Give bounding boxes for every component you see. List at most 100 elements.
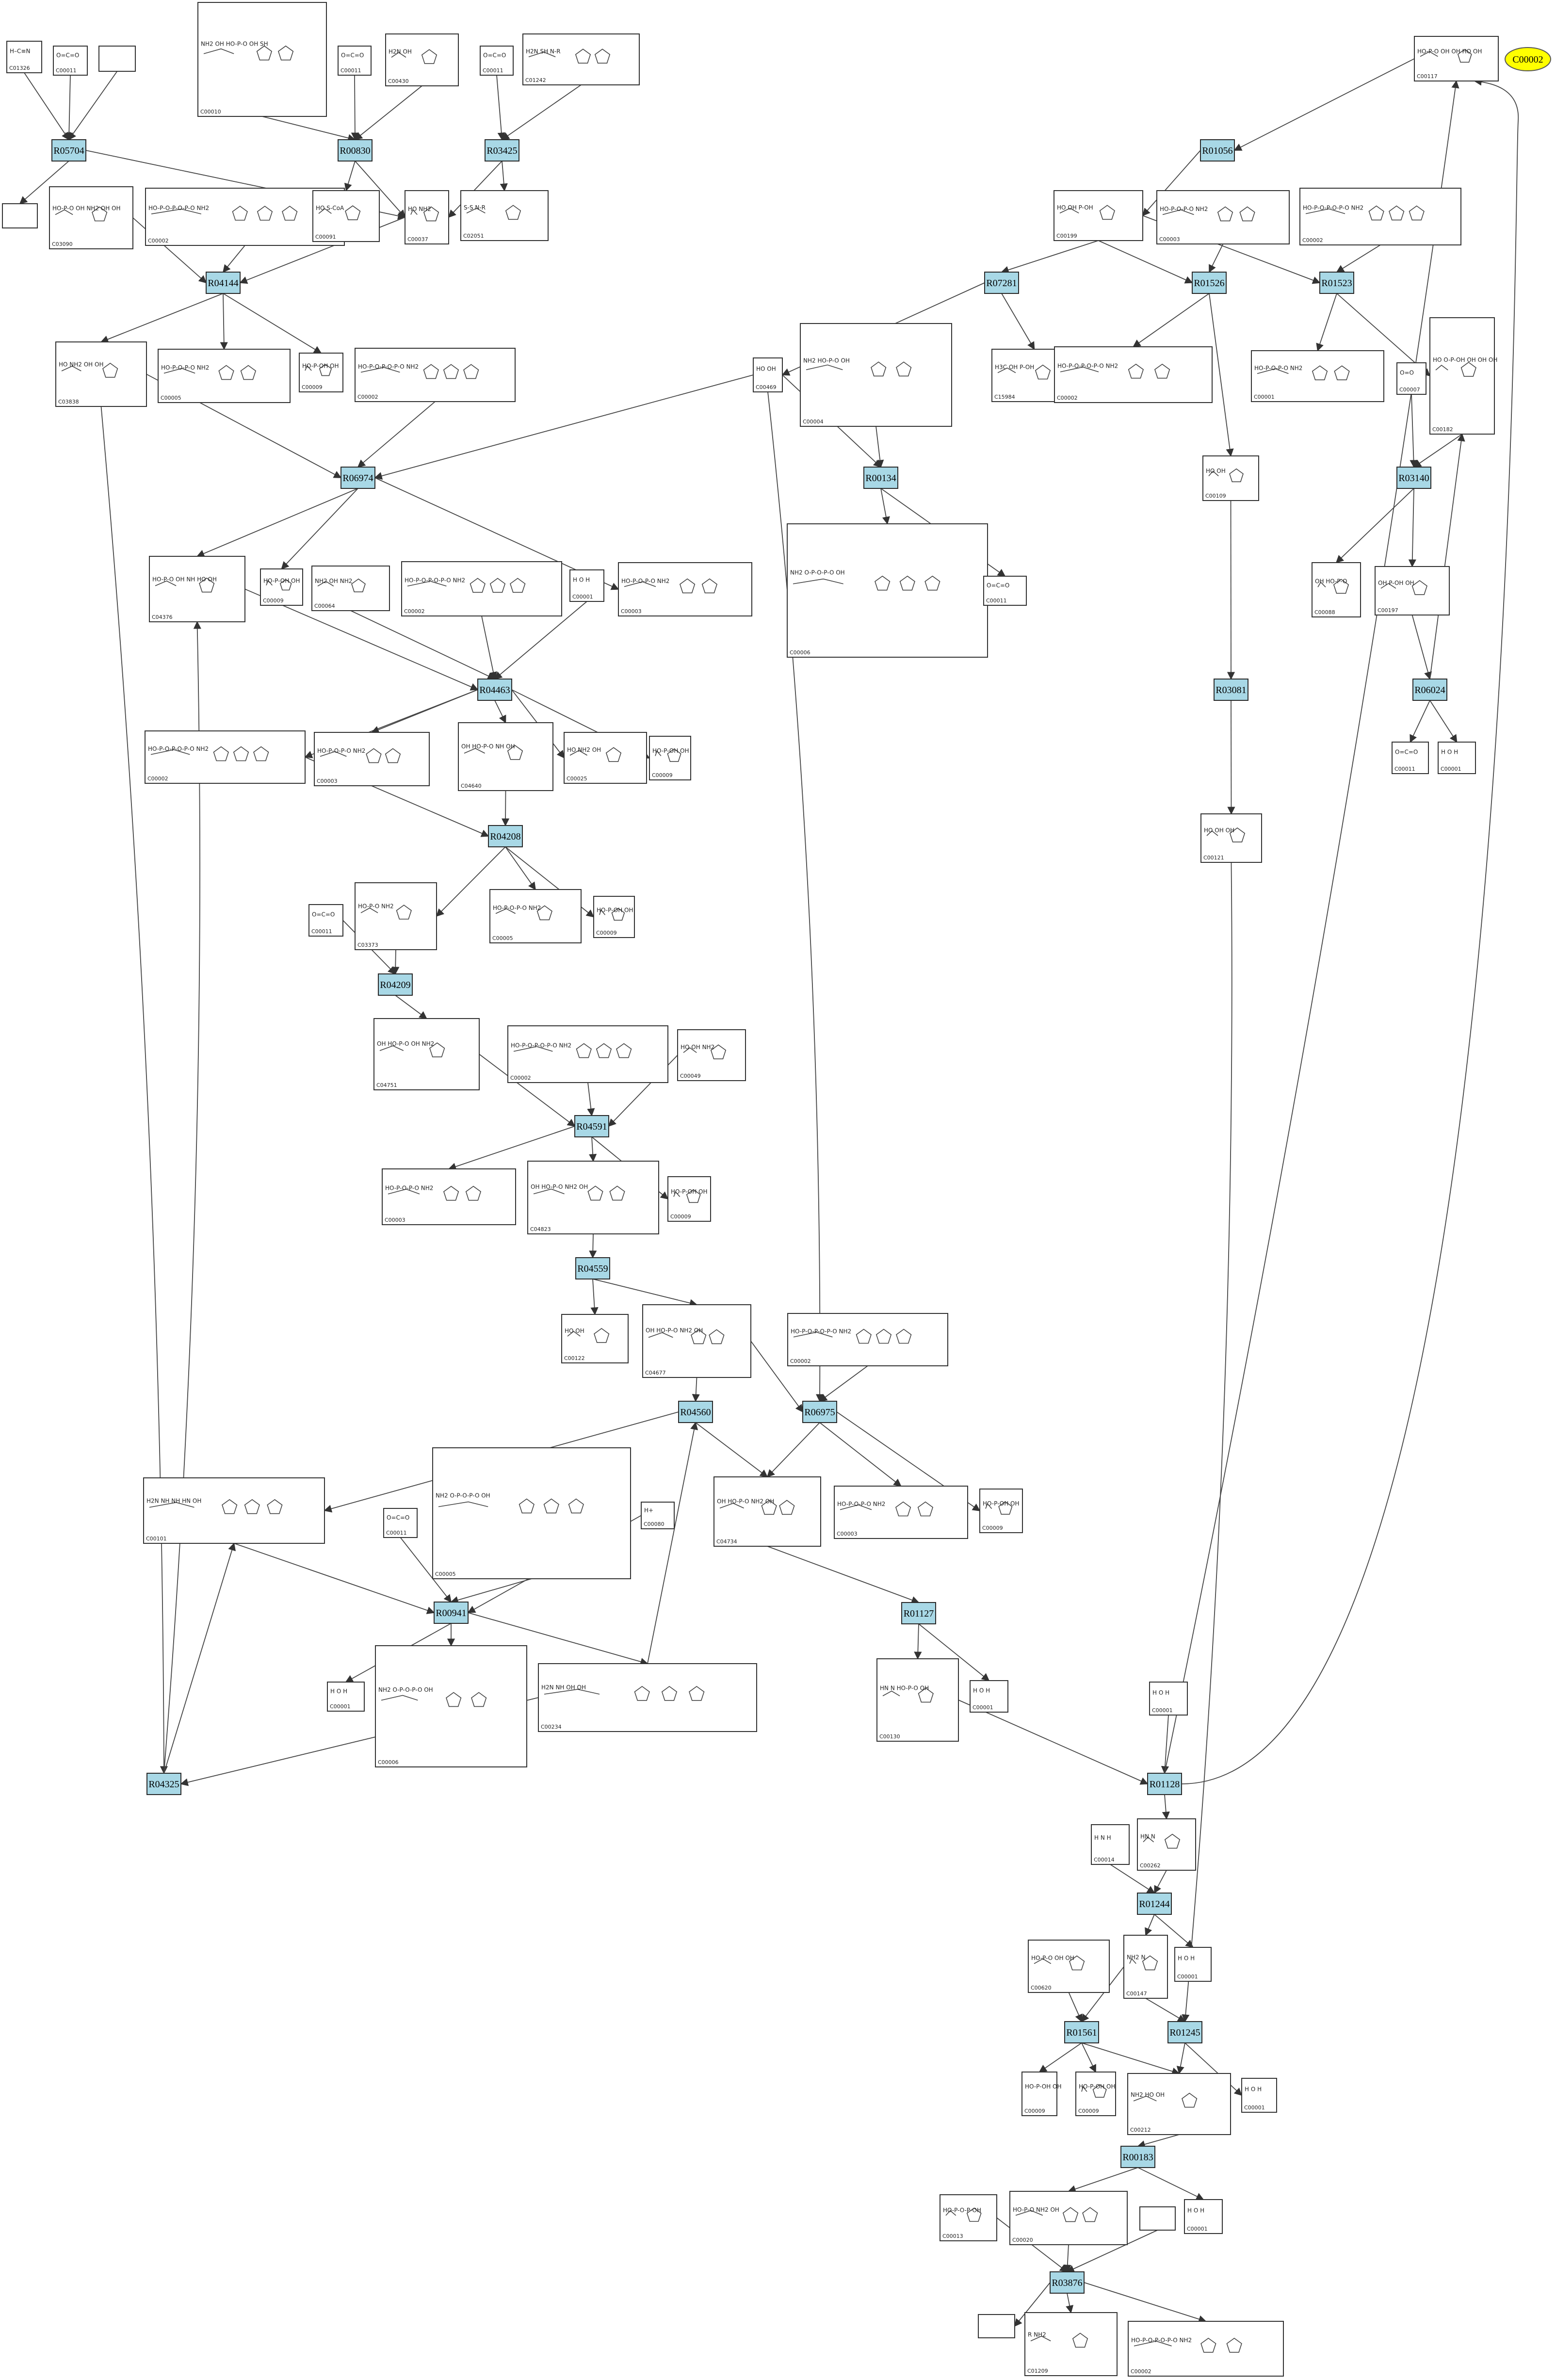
reaction-node[interactable]: R03876 (1050, 2271, 1085, 2294)
compound-node[interactable] (1139, 2206, 1176, 2231)
reaction-node[interactable]: R06975 (802, 1401, 837, 1423)
reaction-node[interactable]: R01245 (1167, 2021, 1202, 2043)
reaction-node[interactable]: R04559 (575, 1257, 610, 1279)
reaction-node[interactable]: R01128 (1147, 1773, 1182, 1795)
reaction-node[interactable]: R03081 (1214, 679, 1248, 701)
compound-node[interactable] (98, 46, 136, 72)
reaction-node[interactable]: R04144 (206, 272, 241, 294)
reaction-node[interactable]: R05704 (51, 139, 86, 162)
reaction-node[interactable]: R03140 (1396, 467, 1431, 489)
reaction-node[interactable]: R00183 (1120, 2146, 1155, 2168)
query-compound-node[interactable]: C00002 (1505, 47, 1551, 71)
reaction-node[interactable]: R04560 (678, 1401, 713, 1423)
reaction-node[interactable]: R04325 (146, 1773, 181, 1795)
reaction-node[interactable]: R01561 (1064, 2021, 1099, 2043)
compound-node[interactable] (2, 203, 38, 228)
compound-node[interactable]: H+C00080 (641, 1502, 675, 1529)
reaction-node[interactable]: R01526 (1192, 272, 1227, 294)
reaction-node[interactable]: R00134 (863, 467, 898, 489)
reaction-node[interactable]: R06974 (340, 467, 375, 489)
reaction-node[interactable]: R04591 (574, 1115, 609, 1137)
reaction-node[interactable]: R01244 (1137, 1893, 1172, 1915)
reaction-node[interactable]: R01127 (901, 1602, 936, 1624)
reaction-node[interactable]: R01056 (1200, 139, 1235, 162)
reaction-node[interactable]: R00830 (338, 139, 373, 162)
reaction-node[interactable]: R06024 (1412, 679, 1447, 701)
reaction-node[interactable]: R04208 (488, 825, 523, 847)
